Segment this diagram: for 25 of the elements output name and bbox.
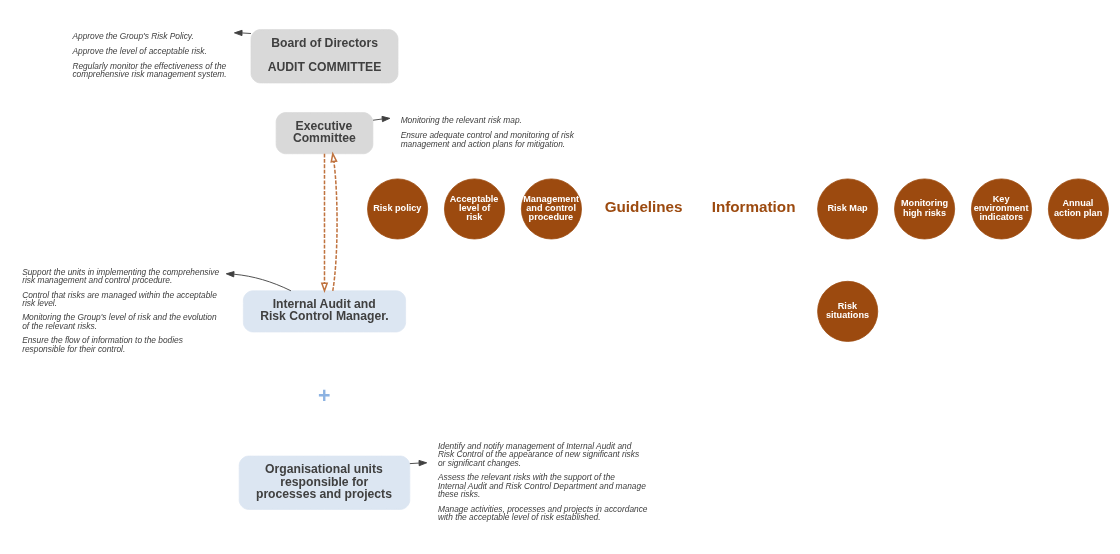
node-text: Monitoring the relevant risk map. Ensure adequate control and monitoring of risk management and action plans for mitigation. <box>400 114 574 149</box>
node-box: Executive Committee <box>275 111 374 154</box>
arrow <box>225 270 292 291</box>
node-circle: Acceptable level of risk <box>444 178 505 239</box>
node-box: Organisational units responsible for processes and projects <box>238 455 411 510</box>
node-box: Internal Audit and Risk Control Manager. <box>243 289 406 332</box>
node-circle: Risk Map <box>817 178 879 239</box>
node-circle: Risk situations <box>817 280 879 342</box>
node-box: Board of Directors AUDIT COMMITTEE <box>250 28 399 83</box>
node-circle: Risk policy <box>367 178 429 239</box>
label: Information <box>711 197 796 215</box>
node-circle: Monitoring high risks <box>894 178 956 239</box>
node-text: Approve the Group's Risk Policy. Approve the level of acceptable risk. Regularly monitor the effectiveness of the comprehensive risk management system. <box>72 30 227 79</box>
arrow <box>330 151 338 292</box>
arrow <box>233 29 252 36</box>
node-text: Identify and notify management of Internal Audit and Risk Control of the appearance of new significant risks or significant changes. Assess the relevant risks with the support of the Internal Audit and Risk Control Department and manage these risks. Manage activities, processes and projects in accordance with the acceptable level of risk established. <box>437 440 648 522</box>
label: Guidelines <box>604 197 683 215</box>
node-circle: Key environment indicators <box>971 178 1032 239</box>
node-text: Support the units in implementing the comprehensive risk management and control procedure. Control that risks are managed within the acceptable risk level. Monitoring the Group's level of risk and the evolution of the relevant risks. Ensure the flow of information to the bodies responsible for their control. <box>22 266 220 354</box>
arrow <box>372 115 391 122</box>
arrow <box>409 459 428 466</box>
node-circle: Management and control procedure <box>520 178 582 239</box>
label: + <box>318 383 331 408</box>
node-circle: Annual action plan <box>1047 178 1109 239</box>
arrow <box>320 152 329 293</box>
